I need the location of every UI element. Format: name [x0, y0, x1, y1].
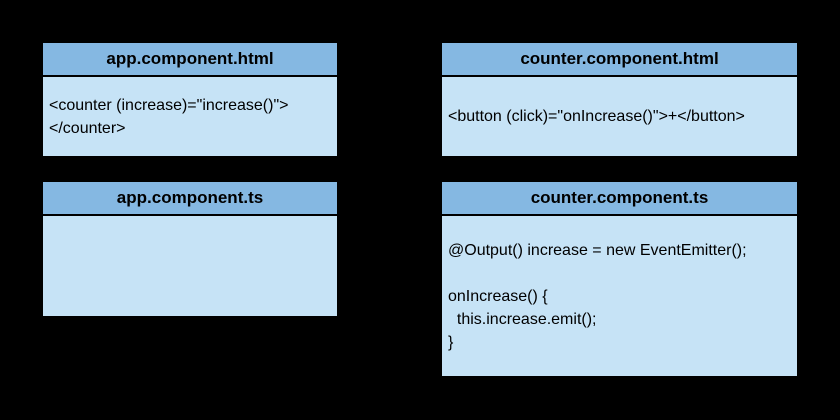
card-title: app.component.html [106, 49, 274, 68]
code-snippet: <counter (increase)="increase()"> </coun… [49, 96, 289, 137]
card-counter-component-html: counter.component.html <button (click)="… [440, 41, 799, 158]
code-snippet: <button (click)="onIncrease()">+</button… [448, 108, 745, 125]
card-title-bar: app.component.html [43, 43, 337, 77]
card-app-component-html: app.component.html <counter (increase)="… [41, 41, 339, 158]
card-title: counter.component.html [520, 49, 719, 68]
code-snippet: @Output() increase = new EventEmitter();… [448, 241, 747, 351]
card-title-bar: counter.component.ts [442, 182, 797, 216]
card-title: app.component.ts [116, 188, 264, 207]
code-snippet [43, 216, 337, 316]
card-title-bar: app.component.ts [43, 182, 337, 216]
card-title-bar: counter.component.html [442, 43, 797, 77]
card-counter-component-ts: counter.component.ts @Output() increase … [440, 180, 799, 378]
card-app-component-ts: app.component.ts [41, 180, 339, 318]
card-title: counter.component.ts [530, 188, 709, 207]
